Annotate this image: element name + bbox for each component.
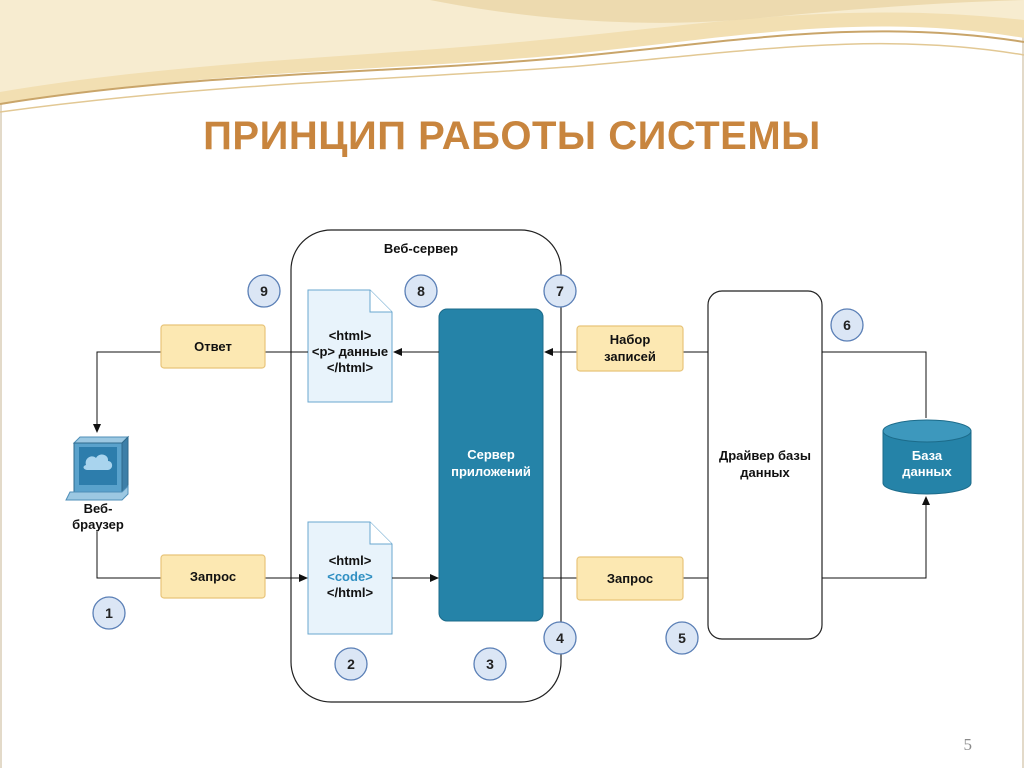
svg-text:4: 4 xyxy=(556,630,564,646)
step-5: 5 xyxy=(665,621,699,655)
database-cylinder xyxy=(882,419,972,495)
svg-text:5: 5 xyxy=(678,630,686,646)
db-driver-label-line2: данных xyxy=(740,465,790,480)
request-label-right: Запрос xyxy=(607,571,653,586)
database-label-line1: База xyxy=(912,448,943,463)
app-server-label-line1: Сервер xyxy=(467,447,515,462)
response-label: Ответ xyxy=(194,339,232,354)
right-frame-line xyxy=(1022,0,1024,768)
db-driver-label-line1: Драйвер базы xyxy=(719,448,811,463)
web-browser-icon xyxy=(65,435,130,501)
request-label-box-right: Запрос xyxy=(576,556,684,601)
svg-text:8: 8 xyxy=(417,283,425,299)
svg-text:2: 2 xyxy=(347,656,355,672)
browser-label-line2: браузер xyxy=(72,517,124,532)
step-3: 3 xyxy=(473,647,507,681)
web-server-label: Веб-сервер xyxy=(384,241,458,256)
step-1: 1 xyxy=(92,596,126,630)
html-response-line1: <html> xyxy=(329,328,372,343)
step-circles: 1 2 3 4 5 6 7 8 xyxy=(92,274,864,681)
step-6: 6 xyxy=(830,308,864,342)
left-frame-line xyxy=(0,0,2,768)
app-server-label-line2: приложений xyxy=(451,464,531,479)
html-response-line3: </html> xyxy=(327,360,374,375)
svg-text:9: 9 xyxy=(260,283,268,299)
recordset-label-line1: Набор xyxy=(610,332,651,347)
browser-label-line1: Веб- xyxy=(84,501,113,516)
html-request-line2: <code> xyxy=(327,569,373,584)
step-8: 8 xyxy=(404,274,438,308)
database-label-line2: данных xyxy=(902,464,952,479)
svg-text:7: 7 xyxy=(556,283,564,299)
html-request-line1: <html> xyxy=(329,553,372,568)
html-request-line3: </html> xyxy=(327,585,374,600)
step-9: 9 xyxy=(247,274,281,308)
decorative-header-waves xyxy=(0,0,1024,113)
step-2: 2 xyxy=(334,647,368,681)
app-server-box xyxy=(438,308,544,622)
html-request-document: <html> <code> </html> xyxy=(307,521,393,635)
response-label-box: Ответ xyxy=(160,324,266,369)
recordset-label-line2: записей xyxy=(604,349,656,364)
page-number: 5 xyxy=(963,735,973,754)
html-response-line2: <p> данные xyxy=(312,344,388,359)
step-7: 7 xyxy=(543,274,577,308)
slide-title: ПРИНЦИП РАБОТЫ СИСТЕМЫ xyxy=(203,114,821,158)
step-4: 4 xyxy=(543,621,577,655)
recordset-label-box: Набор записей xyxy=(576,325,684,372)
db-driver-box xyxy=(707,290,823,640)
request-label-box-left: Запрос xyxy=(160,554,266,599)
html-response-document: <html> <p> данные </html> xyxy=(307,289,393,403)
svg-text:3: 3 xyxy=(486,656,494,672)
svg-text:1: 1 xyxy=(105,605,113,621)
request-label-left: Запрос xyxy=(190,569,236,584)
svg-text:6: 6 xyxy=(843,317,851,333)
